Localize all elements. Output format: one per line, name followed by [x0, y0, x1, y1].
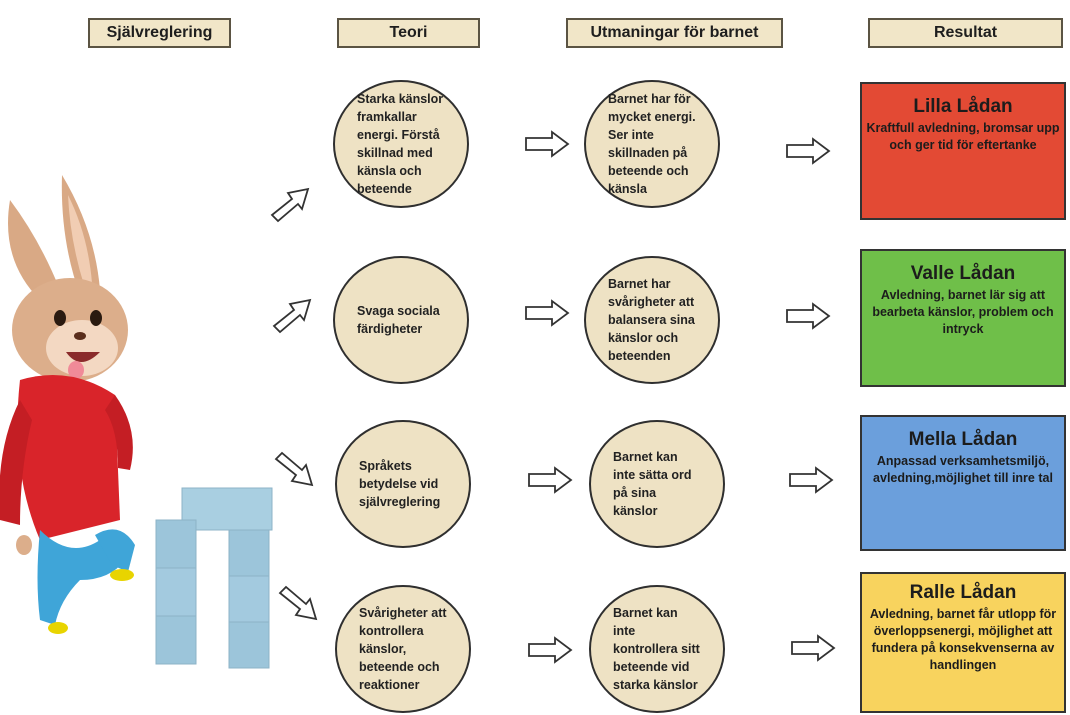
arrow-right-theory-4	[528, 636, 573, 664]
theory-oval-2: Svaga sociala färdigheter	[333, 256, 469, 384]
result-box-ralle: Ralle Lådan Avledning, barnet får utlopp…	[860, 572, 1066, 713]
result-text-1: Kraftfull avledning, bromsar upp och ger…	[866, 121, 1060, 152]
challenge-text-3: Barnet kan inte sätta ord på sina känslo…	[613, 450, 692, 518]
challenge-text-4: Barnet kan inte kontrollera sitt beteend…	[613, 606, 700, 692]
arrow-right-challenge-2	[786, 302, 831, 330]
theory-oval-1: Starka känslor framkallar energi. Förstå…	[333, 80, 469, 208]
result-title-4: Ralle Lådan	[909, 582, 1017, 603]
header-result: Resultat	[868, 18, 1063, 48]
challenge-oval-2: Barnet har svårigheter att balansera sin…	[584, 256, 720, 384]
arrow-right-challenge-1	[786, 137, 831, 165]
result-text-2: Avledning, barnet lär sig att bearbeta k…	[872, 288, 1054, 336]
theory-oval-4: Svårigheter att kontrollera känslor, bet…	[335, 585, 471, 713]
result-text-3: Anpassad verksamhetsmiljö, avledning,möj…	[873, 454, 1053, 485]
block-arch	[155, 487, 273, 669]
result-title-1: Lilla Lådan	[913, 96, 1013, 117]
theory-oval-3: Språkets betydelse vid självreglering	[335, 420, 471, 548]
header-theory: Teori	[337, 18, 480, 48]
result-box-mella: Mella Lådan Anpassad verksamhetsmiljö, a…	[860, 415, 1066, 551]
result-title-2: Valle Lådan	[910, 263, 1016, 284]
arrow-diagonal-up-2	[272, 298, 312, 334]
challenge-oval-1: Barnet har för mycket energi. Ser inte s…	[584, 80, 720, 208]
header-challenges: Utmaningar för barnet	[566, 18, 783, 48]
arrow-diagonal-down-1	[274, 451, 314, 487]
result-title-3: Mella Lådan	[908, 429, 1018, 450]
arrow-right-theory-3	[528, 466, 573, 494]
theory-text-1: Starka känslor framkallar energi. Förstå…	[357, 92, 444, 196]
theory-text-3: Språkets betydelse vid självreglering	[359, 459, 441, 509]
theory-text-2: Svaga sociala färdigheter	[357, 304, 440, 336]
challenge-text-2: Barnet har svårigheter att balansera sin…	[608, 277, 695, 363]
header-self-regulation: Självreglering	[88, 18, 231, 48]
arrow-right-challenge-3	[789, 466, 834, 494]
challenge-oval-4: Barnet kan inte kontrollera sitt beteend…	[589, 585, 725, 713]
result-box-valle: Valle Lådan Avledning, barnet lär sig at…	[860, 249, 1066, 387]
result-box-lilla: Lilla Lådan Kraftfull avledning, bromsar…	[860, 82, 1066, 220]
theory-text-4: Svårigheter att kontrollera känslor, bet…	[359, 606, 447, 692]
arrow-diagonal-up-1	[270, 187, 310, 223]
challenge-text-1: Barnet har för mycket energi. Ser inte s…	[608, 92, 696, 196]
arrow-right-theory-2	[525, 299, 570, 327]
challenge-oval-3: Barnet kan inte sätta ord på sina känslo…	[589, 420, 725, 548]
arrow-right-challenge-4	[791, 634, 836, 662]
result-text-4: Avledning, barnet får utlopp för överlop…	[869, 607, 1057, 672]
rabbit-illustration	[0, 175, 273, 669]
arrow-diagonal-down-2	[278, 585, 318, 621]
arrow-right-theory-1	[525, 130, 570, 158]
